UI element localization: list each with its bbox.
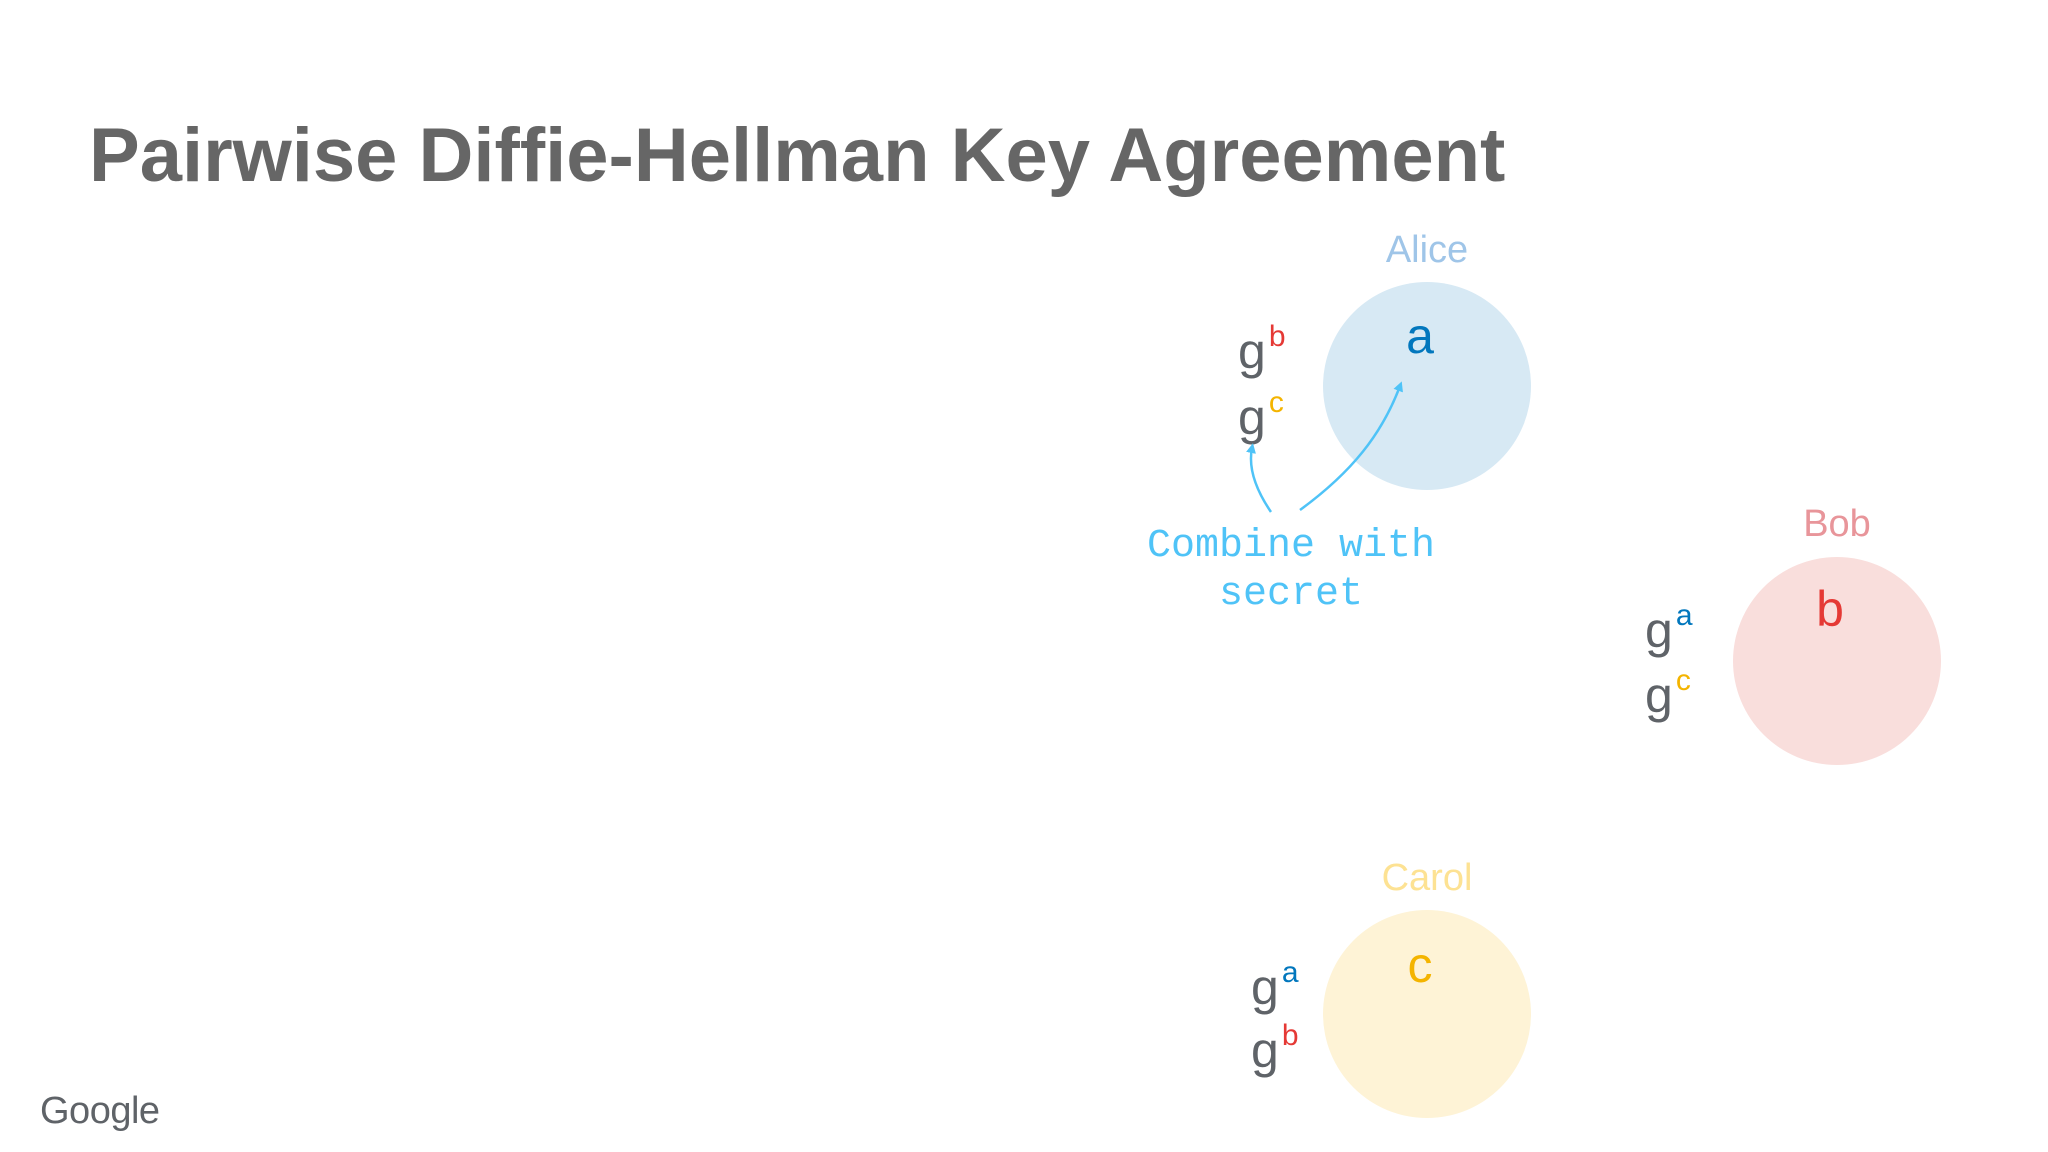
bob-received-ga-exponent: a <box>1675 599 1693 632</box>
carol-received-gb-exponent: b <box>1281 1019 1299 1052</box>
carol-received-gb-base: g <box>1251 1022 1279 1078</box>
alice-received-gc-exponent: c <box>1268 386 1284 419</box>
google-logo: Google <box>40 1090 160 1132</box>
alice-received-gb-base: g <box>1238 323 1266 379</box>
carol-received-ga-base: g <box>1251 959 1279 1015</box>
annotation-line-2: secret <box>1218 572 1364 617</box>
alice-name: Alice <box>1385 229 1469 271</box>
alice-secret: a <box>1406 308 1434 364</box>
bob-circle <box>1733 557 1941 765</box>
arrow-to-received-keys <box>1246 443 1273 513</box>
carol-name: Carol <box>1381 857 1473 899</box>
alice-received-gc-base: g <box>1238 389 1266 445</box>
bob-received-gc-base: g <box>1645 667 1673 723</box>
bob-received-gc-exponent: c <box>1675 664 1691 697</box>
carol-circle <box>1323 910 1531 1118</box>
slide-title: Pairwise Diffie-Hellman Key Agreement <box>89 113 1506 198</box>
carol-secret: c <box>1407 937 1433 993</box>
bob-secret: b <box>1816 581 1844 637</box>
bob-received-ga-base: g <box>1645 602 1673 658</box>
annotation-line-1: Combine with <box>1146 524 1436 569</box>
carol-received-ga-exponent: a <box>1281 956 1299 989</box>
bob-name: Bob <box>1803 503 1871 545</box>
alice-received-gb-exponent: b <box>1268 320 1286 353</box>
